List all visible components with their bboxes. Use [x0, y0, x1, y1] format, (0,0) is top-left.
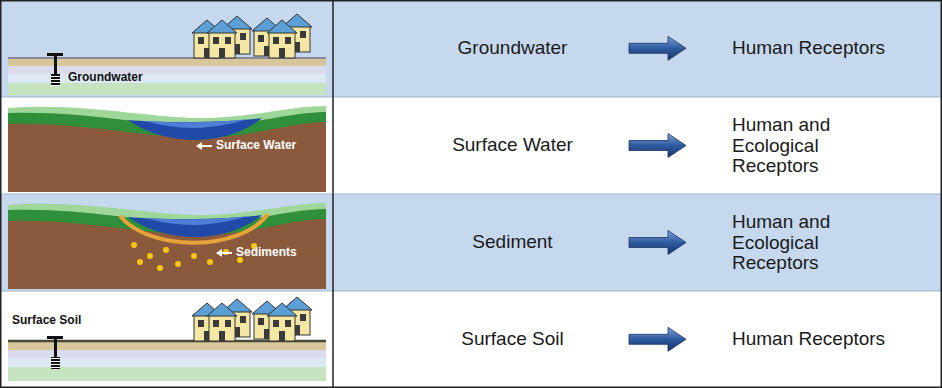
sediment-illustration: [8, 203, 326, 289]
node-text: Sediment: [400, 232, 625, 253]
node-text: Groundwater: [400, 38, 625, 59]
row-band: [0, 194, 942, 291]
layer-label: Surface Soil: [12, 314, 81, 327]
media-label: Surface Soil: [400, 325, 625, 354]
block-arrow: [629, 231, 686, 255]
row-band: [0, 0, 942, 97]
row-band: [0, 291, 942, 388]
media-label: Sediment: [400, 228, 625, 257]
layer-label: Surface Water: [216, 139, 296, 152]
node-text: Human Receptors: [732, 38, 932, 59]
node-text: Surface Soil: [400, 329, 625, 350]
receptor-label: Human Receptors: [690, 34, 935, 63]
node-text: Human and Ecological Receptors: [732, 212, 872, 274]
node-text: Human Receptors: [732, 329, 932, 350]
media-label: Surface Water: [400, 131, 625, 160]
block-arrow: [629, 134, 686, 158]
receptor-label: Human and Ecological Receptors: [690, 111, 935, 181]
block-arrow: [629, 36, 686, 60]
layer-label: Groundwater: [68, 71, 143, 84]
node-text: Surface Water: [400, 135, 625, 156]
surface-soil-illustration: [8, 297, 326, 381]
node-text: Human and Ecological Receptors: [732, 115, 872, 177]
block-arrow: [629, 327, 686, 351]
layer-label: Sediments: [236, 246, 297, 259]
receptor-label: Human Receptors: [690, 325, 935, 354]
surface-water-illustration: [8, 106, 326, 192]
row-band: [0, 97, 942, 194]
media-label: Groundwater: [400, 34, 625, 63]
receptor-label: Human and Ecological Receptors: [690, 208, 935, 278]
groundwater-illustration: [8, 14, 326, 95]
